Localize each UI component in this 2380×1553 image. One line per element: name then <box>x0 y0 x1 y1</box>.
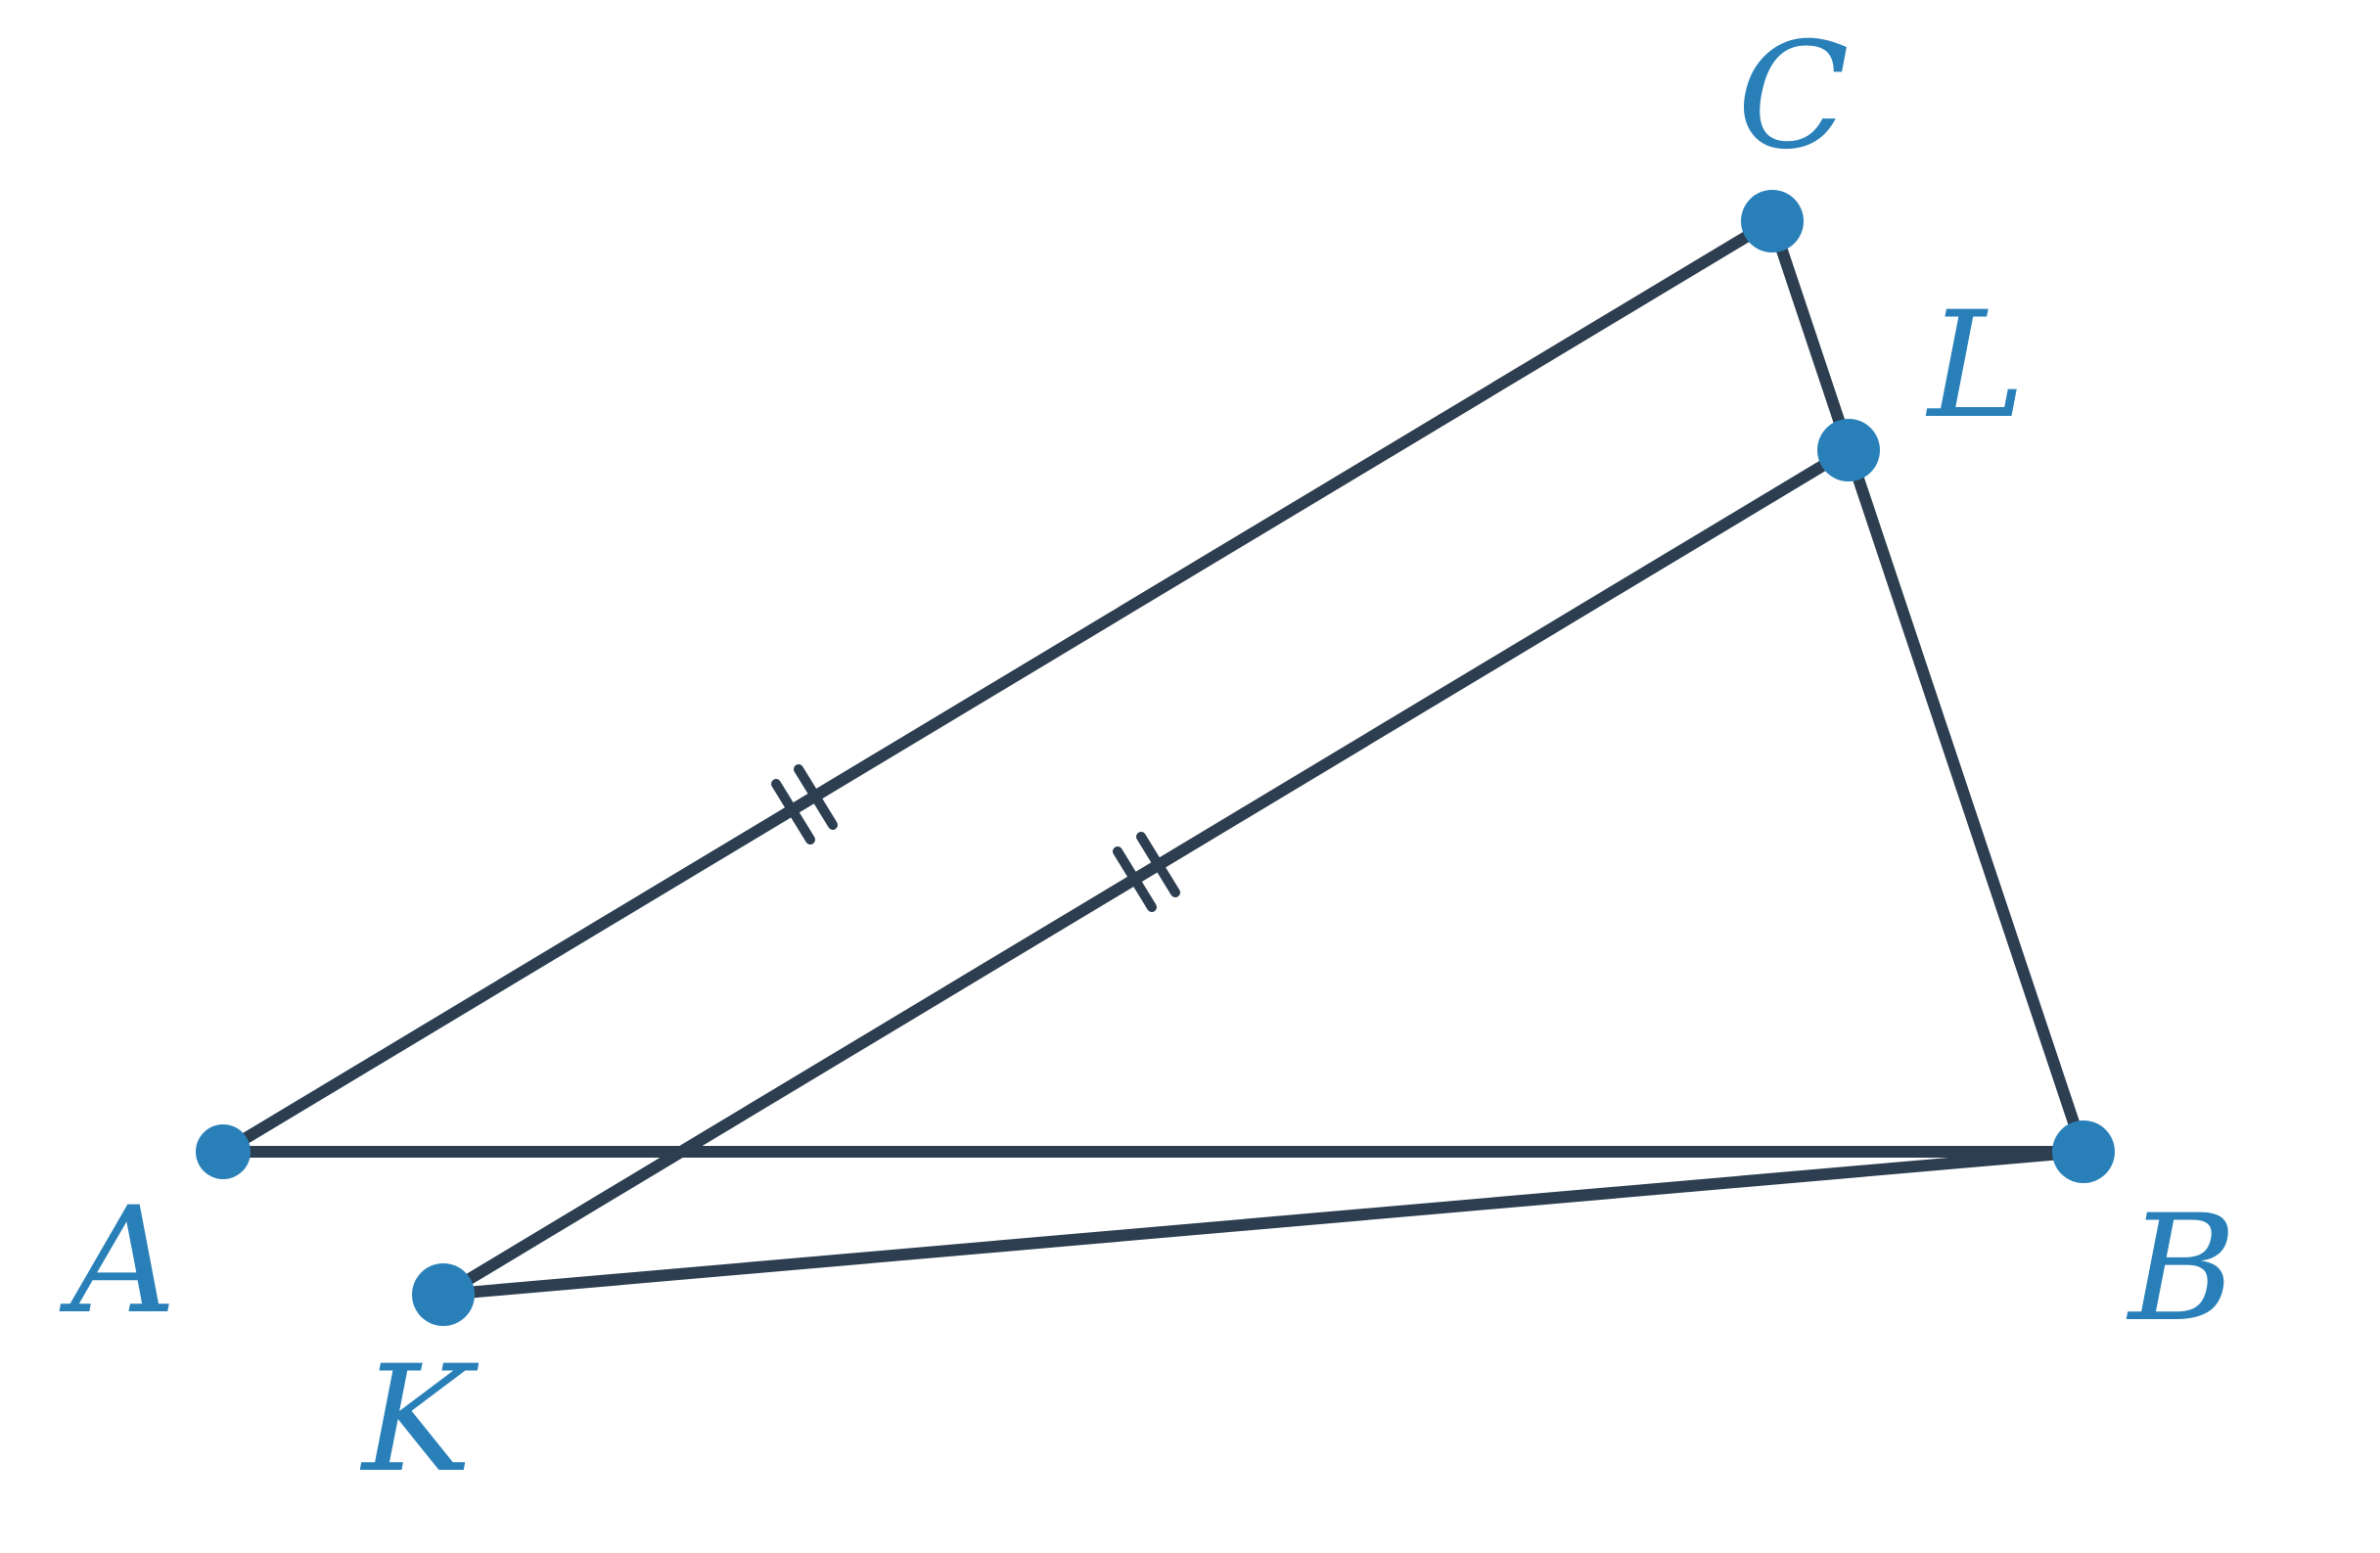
segment-kb <box>437 1146 2089 1301</box>
segment-cb <box>1766 215 2089 1158</box>
tick-ac-2 <box>794 764 838 830</box>
tick-kl-1 <box>1113 846 1157 912</box>
segments-layer <box>217 215 2089 1301</box>
segment-ac <box>217 215 1778 1158</box>
label-k: K <box>359 1335 480 1505</box>
label-l: L <box>1925 281 2026 451</box>
points-layer <box>196 190 2115 1326</box>
tick-kl-2 <box>1136 832 1180 897</box>
labels-layer: A B C K L <box>59 12 2236 1505</box>
segment-kl <box>437 444 1854 1301</box>
label-c: C <box>1737 12 1850 182</box>
point-l <box>1817 419 1880 481</box>
label-a: A <box>59 1176 176 1347</box>
point-b <box>2052 1120 2115 1183</box>
tick-ac-1 <box>771 779 815 845</box>
label-b: B <box>2126 1184 2236 1354</box>
point-k <box>412 1263 475 1326</box>
point-c <box>1741 190 1804 252</box>
point-a <box>196 1124 251 1179</box>
equal-length-marks <box>771 764 1180 912</box>
